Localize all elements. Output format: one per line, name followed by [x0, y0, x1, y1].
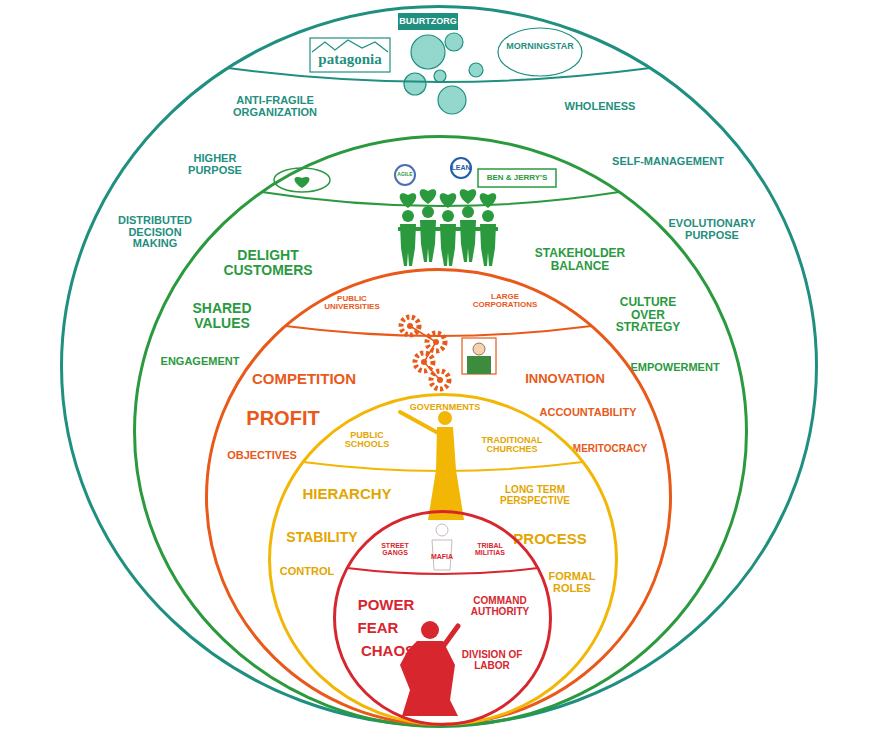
stage-keyword: TRIBAL MILITIAS	[467, 542, 513, 557]
ring-ellipse	[270, 395, 617, 725]
stage-keyword: TRADITIONAL CHURCHES	[472, 436, 552, 455]
stage-keyword: STREET GANGS	[377, 542, 413, 557]
mountain-line	[312, 40, 388, 52]
stage-keyword: HIGHER PURPOSE	[180, 153, 250, 176]
cap-divider	[228, 68, 650, 82]
mafia-figure	[432, 524, 452, 570]
bubble	[438, 86, 466, 114]
stage-keyword: EMPOWERMENT	[620, 362, 730, 374]
stage-keyword: CHAOS	[353, 643, 423, 659]
stage-keyword: ENGAGEMENT	[150, 356, 250, 368]
heart-symbol	[295, 177, 310, 188]
stage-keyword: POWER	[351, 597, 421, 613]
stage-keyword: FEAR	[348, 620, 408, 636]
manager-body	[467, 356, 491, 374]
gear-symbol	[431, 371, 449, 389]
gear-chain	[410, 326, 440, 380]
ring-ellipse	[207, 270, 671, 725]
ring-circle: ANTI-FRAGILE ORGANIZATION WHOLENESS HIGHER…	[60, 5, 818, 727]
manager-head	[473, 343, 485, 355]
stage-keyword: LARGE CORPORATIONS	[468, 293, 543, 310]
stage-keyword: ACCOUNTABILITY	[526, 407, 651, 419]
person-figure	[420, 189, 437, 262]
stage-keyword: OBJECTIVES	[215, 450, 310, 462]
stage-keyword: GOVERNMENTS	[400, 403, 490, 412]
bubble	[411, 35, 445, 69]
stage-keyword: DISTRIBUTED DECISION MAKING	[108, 215, 203, 250]
stage-keyword: WHOLENESS	[550, 101, 650, 113]
logo-text: MORNINGSTAR	[498, 42, 582, 51]
stage-keyword: SHARED VALUES	[185, 301, 260, 330]
stage-keyword: STABILITY	[270, 530, 375, 545]
logo-text: BUURTZORG	[398, 17, 458, 26]
logo-text: AGILE	[395, 172, 415, 177]
ring-circle: DELIGHT CUSTOMERS STAKEHOLDER BALANCE SHAR…	[133, 135, 748, 728]
mafia-head	[436, 524, 448, 536]
stage-keyword: DELIGHT CUSTOMERS	[218, 248, 318, 277]
bubble	[404, 73, 426, 95]
stage-keyword: ANTI-FRAGILE ORGANIZATION	[225, 95, 325, 118]
linked-arms	[398, 227, 498, 231]
official-head	[438, 411, 452, 425]
stage-keyword: CONTROL	[267, 566, 347, 578]
stage-keyword: PUBLIC SCHOOLS	[340, 431, 395, 450]
ring-ellipse	[135, 137, 747, 727]
ring-circle: GOVERNMENTS PUBLIC SCHOOLS TRADITIONAL CHU…	[268, 393, 618, 726]
bubble	[434, 70, 446, 82]
cap-divider	[347, 568, 538, 574]
stage-keyword: FORMAL ROLES	[543, 571, 601, 594]
official-body	[428, 427, 464, 520]
ring-ellipse	[62, 7, 817, 726]
gear-symbol	[415, 353, 433, 371]
ring-ellipse	[335, 512, 551, 725]
person-figure	[460, 189, 477, 262]
stage-keyword: STAKEHOLDER BALANCE	[528, 247, 633, 272]
cap-divider	[303, 462, 583, 471]
stage-keyword: SELF-MANAGEMENT	[598, 156, 738, 168]
stage-keyword: CULTURE OVER STRATEGY	[611, 296, 686, 334]
bubble-group	[404, 33, 483, 114]
cap-divider	[285, 326, 591, 336]
raised-fist	[442, 626, 458, 648]
warrior-head	[421, 621, 439, 639]
logo-box	[478, 169, 556, 187]
ring-outline	[333, 510, 552, 726]
stage-keyword: PROFIT	[233, 408, 333, 429]
manager-frame	[462, 338, 496, 374]
cap-divider	[262, 192, 619, 206]
bubble	[469, 63, 483, 77]
logo-text: LEAN	[449, 164, 473, 171]
bubble	[445, 33, 463, 51]
logo-box	[398, 13, 458, 30]
stage-keyword: COMPETITION	[234, 371, 374, 387]
stage-keyword: COMMAND AUTHORITY	[463, 596, 538, 617]
agile-icon	[395, 165, 415, 185]
logo-box	[310, 38, 390, 72]
gear-symbol	[401, 317, 419, 335]
logo-ellipse	[498, 28, 582, 76]
stage-keyword: INNOVATION	[510, 372, 620, 386]
stage-keyword: LONG TERM PERSPECTIVE	[491, 485, 579, 506]
stage-keyword: PUBLIC UNIVERSITIES	[315, 295, 390, 312]
ring-outline	[133, 135, 748, 728]
stage-keyword: DIVISION OF LABOR	[458, 650, 526, 671]
logo-text: BEN & JERRY'S	[478, 174, 556, 182]
ring-circle: STREET GANGS MAFIA TRIBAL MILITIAS POWER FEA…	[333, 510, 552, 726]
stage-keyword: EVOLUTIONARY PURPOSE	[660, 218, 765, 241]
pointing-arm	[400, 412, 440, 434]
logo-text: patagonia	[310, 52, 390, 68]
ring-circle: PUBLIC UNIVERSITIES LARGE CORPORATIONS COM…	[205, 268, 672, 726]
stage-keyword: MAFIA	[422, 553, 462, 560]
stage-keyword: HIERARCHY	[292, 486, 402, 502]
